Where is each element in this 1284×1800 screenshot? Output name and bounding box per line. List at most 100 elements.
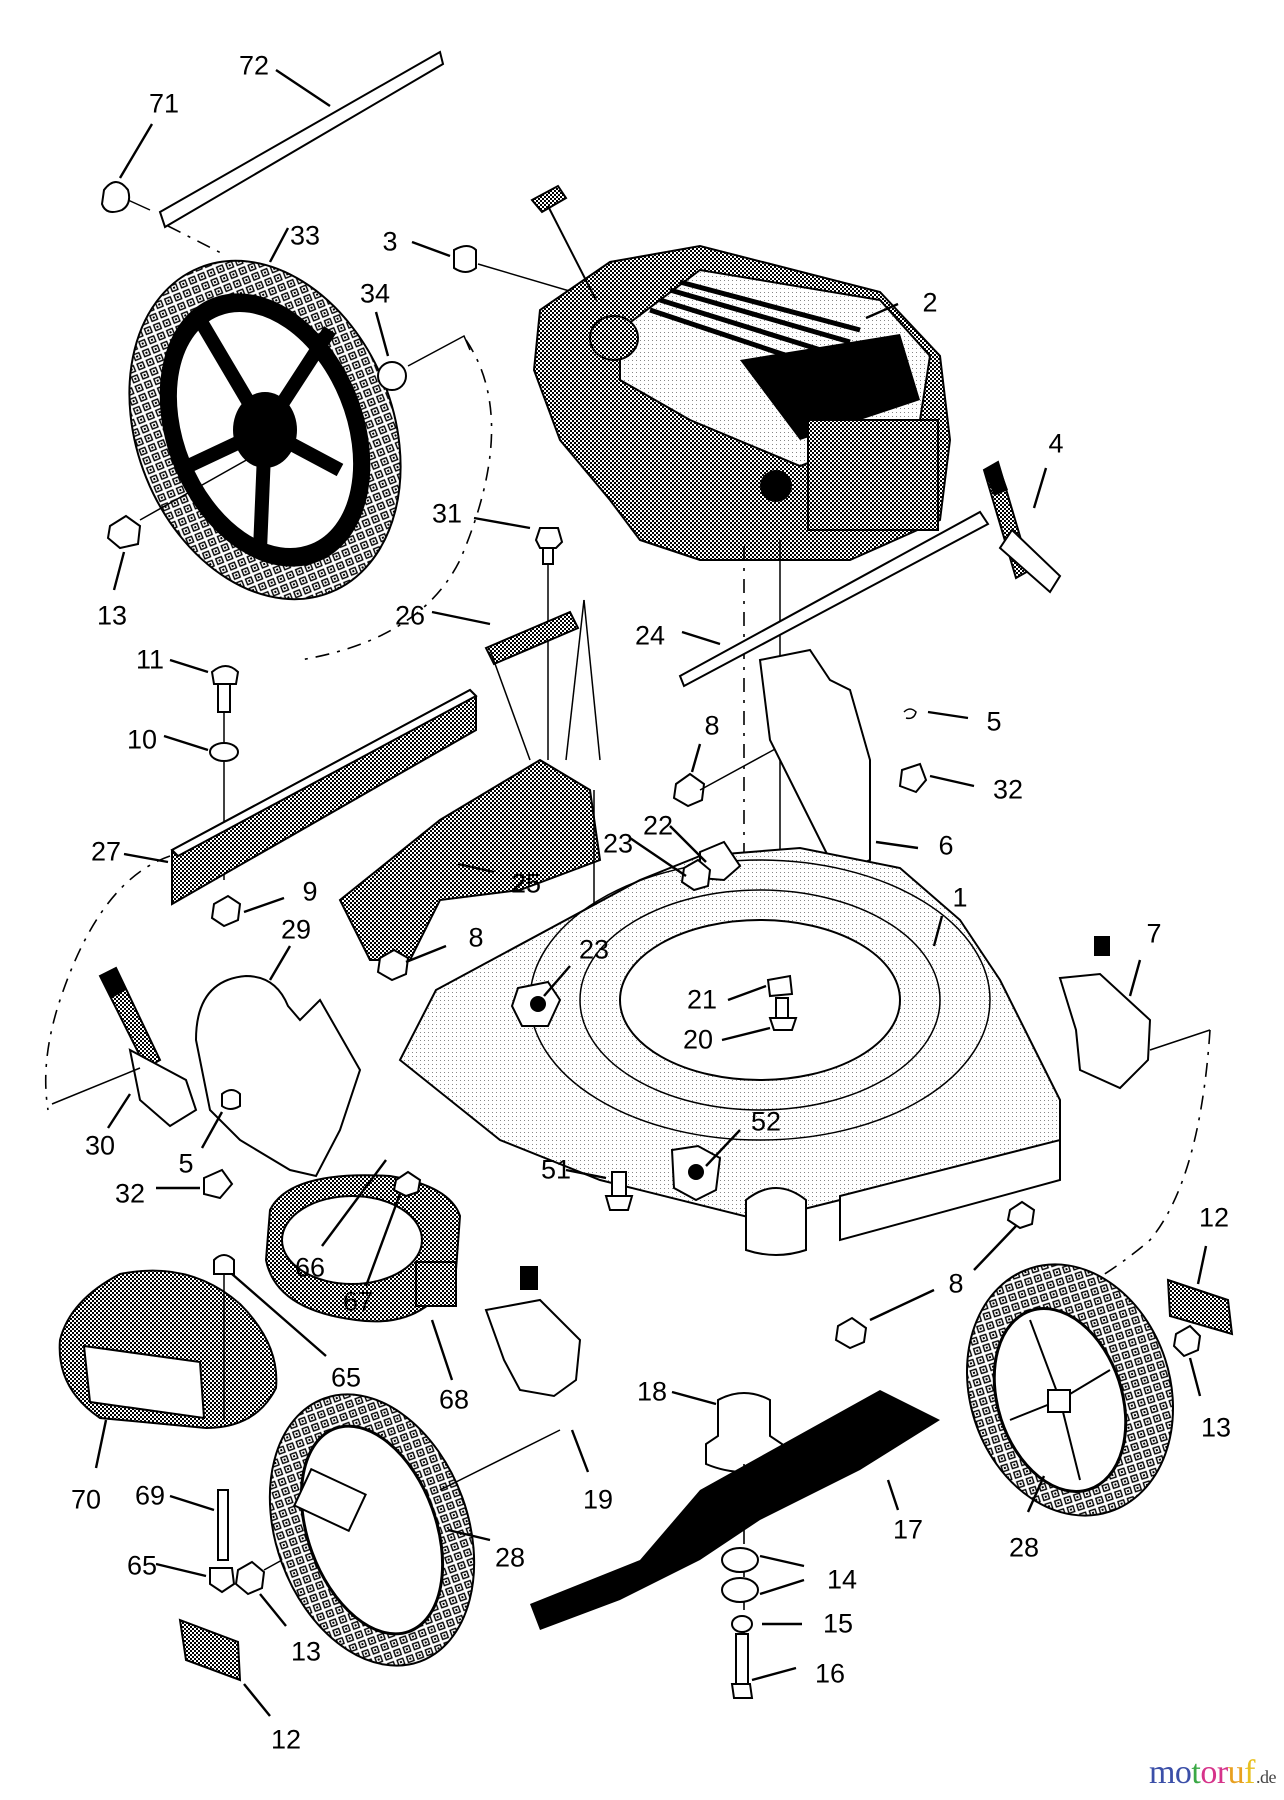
logo-letter: r xyxy=(1216,1754,1228,1791)
spring-clip-5-left xyxy=(200,1089,241,1149)
logo-letter: o xyxy=(1174,1754,1192,1791)
motoruf-watermark-logo: motoruf.de xyxy=(1148,1754,1277,1792)
hinge-68 xyxy=(415,1261,457,1381)
hub-cap-12-front-right xyxy=(1166,1245,1234,1336)
nut-23-upper xyxy=(629,837,712,892)
callout-72: 72 xyxy=(238,50,270,81)
callout-25: 25 xyxy=(510,868,542,899)
nut-8-left xyxy=(376,944,447,982)
callout-14: 14 xyxy=(826,1564,858,1595)
callout-6: 6 xyxy=(938,830,954,861)
callout-13-rear: 13 xyxy=(96,600,128,631)
callout-71: 71 xyxy=(148,88,180,119)
callout-68: 68 xyxy=(438,1384,470,1415)
handle-bar-72 xyxy=(158,50,445,229)
callout-32-left: 32 xyxy=(114,1178,146,1209)
screw-65-upper xyxy=(213,1254,327,1420)
callout-12-front-right: 12 xyxy=(1198,1202,1230,1233)
callout-11: 11 xyxy=(135,644,165,675)
callout-8-left: 8 xyxy=(468,922,484,953)
callout-28-right: 28 xyxy=(1008,1532,1040,1563)
callout-27: 27 xyxy=(90,836,122,867)
callout-67: 67 xyxy=(342,1286,374,1317)
callout-22: 22 xyxy=(642,810,674,841)
wheel-nut-13-front-right xyxy=(1172,1324,1202,1397)
mulch-plug-70 xyxy=(58,1269,278,1469)
callout-19: 19 xyxy=(582,1484,614,1515)
callout-52: 52 xyxy=(750,1106,782,1137)
spring-clip-5-right xyxy=(903,708,969,720)
callout-13-front-left: 13 xyxy=(290,1636,322,1667)
callout-8-upper: 8 xyxy=(704,710,720,741)
callout-20: 20 xyxy=(682,1024,714,1055)
screw-11 xyxy=(169,658,240,756)
mower-deck-1 xyxy=(398,846,1061,1256)
lock-nut-9 xyxy=(210,894,285,928)
logo-letter: o xyxy=(1200,1754,1217,1791)
bolt-20 xyxy=(721,997,798,1042)
callout-3: 3 xyxy=(382,226,398,257)
hinge-rod-69 xyxy=(169,1489,229,1561)
callout-30: 30 xyxy=(84,1130,116,1161)
callout-16: 16 xyxy=(814,1658,846,1689)
callout-24: 24 xyxy=(634,620,666,651)
lock-washer-15 xyxy=(731,1615,802,1633)
callout-13-front-right: 13 xyxy=(1200,1412,1232,1443)
callout-12-front-left: 12 xyxy=(270,1724,302,1755)
callout-4: 4 xyxy=(1048,428,1064,459)
screw-52 xyxy=(670,1129,741,1202)
logo-letter: f xyxy=(1244,1754,1255,1791)
callout-66: 66 xyxy=(294,1252,326,1283)
hub-cap-12-front-left xyxy=(178,1618,271,1717)
spring-26 xyxy=(431,599,601,761)
callout-29: 29 xyxy=(280,914,312,945)
wheel-nut-13-rear xyxy=(106,457,251,591)
callout-34: 34 xyxy=(359,278,391,309)
screw-65-lower xyxy=(155,1562,236,1594)
nut-8-front-right xyxy=(834,1200,1036,1350)
shoulder-bolt-32-right xyxy=(898,762,975,794)
logo-letter: u xyxy=(1227,1754,1245,1791)
blade-bolt-16 xyxy=(730,1633,797,1699)
washers-14 xyxy=(721,1547,805,1603)
nut-23-center xyxy=(510,965,571,1027)
logo-letter: t xyxy=(1191,1754,1201,1791)
callout-1: 1 xyxy=(952,882,968,913)
height-adjuster-bracket-6 xyxy=(758,648,919,868)
callout-51: 51 xyxy=(540,1154,572,1185)
callout-26: 26 xyxy=(394,600,426,631)
nut-67 xyxy=(364,1170,422,1287)
callout-32-right: 32 xyxy=(992,774,1024,805)
shoulder-bolt-32-left xyxy=(156,1168,234,1200)
height-adjuster-19 xyxy=(439,1266,590,1491)
height-adjuster-bracket-29 xyxy=(194,945,362,1178)
bolt-51 xyxy=(565,1168,634,1211)
callout-33: 33 xyxy=(289,220,321,251)
logo-tld: .de xyxy=(1256,1767,1277,1787)
callout-18: 18 xyxy=(636,1376,668,1407)
front-wheel-28-right xyxy=(965,1263,1175,1517)
handle-knob-71 xyxy=(100,123,226,256)
height-adjuster-30 xyxy=(51,966,198,1129)
logo-letter: m xyxy=(1148,1754,1175,1791)
callout-65-lower: 65 xyxy=(126,1550,158,1581)
rear-wheel-33 xyxy=(128,227,402,601)
rear-axle-24 xyxy=(678,510,990,688)
height-adjuster-4 xyxy=(982,460,1062,594)
callout-69: 69 xyxy=(134,1480,166,1511)
callout-70: 70 xyxy=(70,1484,102,1515)
callout-15: 15 xyxy=(822,1608,854,1639)
callout-5-right: 5 xyxy=(986,706,1002,737)
callout-23-upper: 23 xyxy=(602,828,634,859)
callout-65-upper: 65 xyxy=(330,1362,362,1393)
callout-5-left: 5 xyxy=(178,1148,194,1179)
callout-23-center: 23 xyxy=(578,934,610,965)
front-wheel-28-left xyxy=(268,1393,491,1667)
callout-21: 21 xyxy=(686,984,718,1015)
callout-2: 2 xyxy=(922,287,938,318)
callout-17: 17 xyxy=(892,1514,924,1545)
hub-cap-34 xyxy=(299,311,493,661)
bolt-31 xyxy=(473,516,564,760)
side-discharge-chute-66 xyxy=(264,1159,462,1323)
